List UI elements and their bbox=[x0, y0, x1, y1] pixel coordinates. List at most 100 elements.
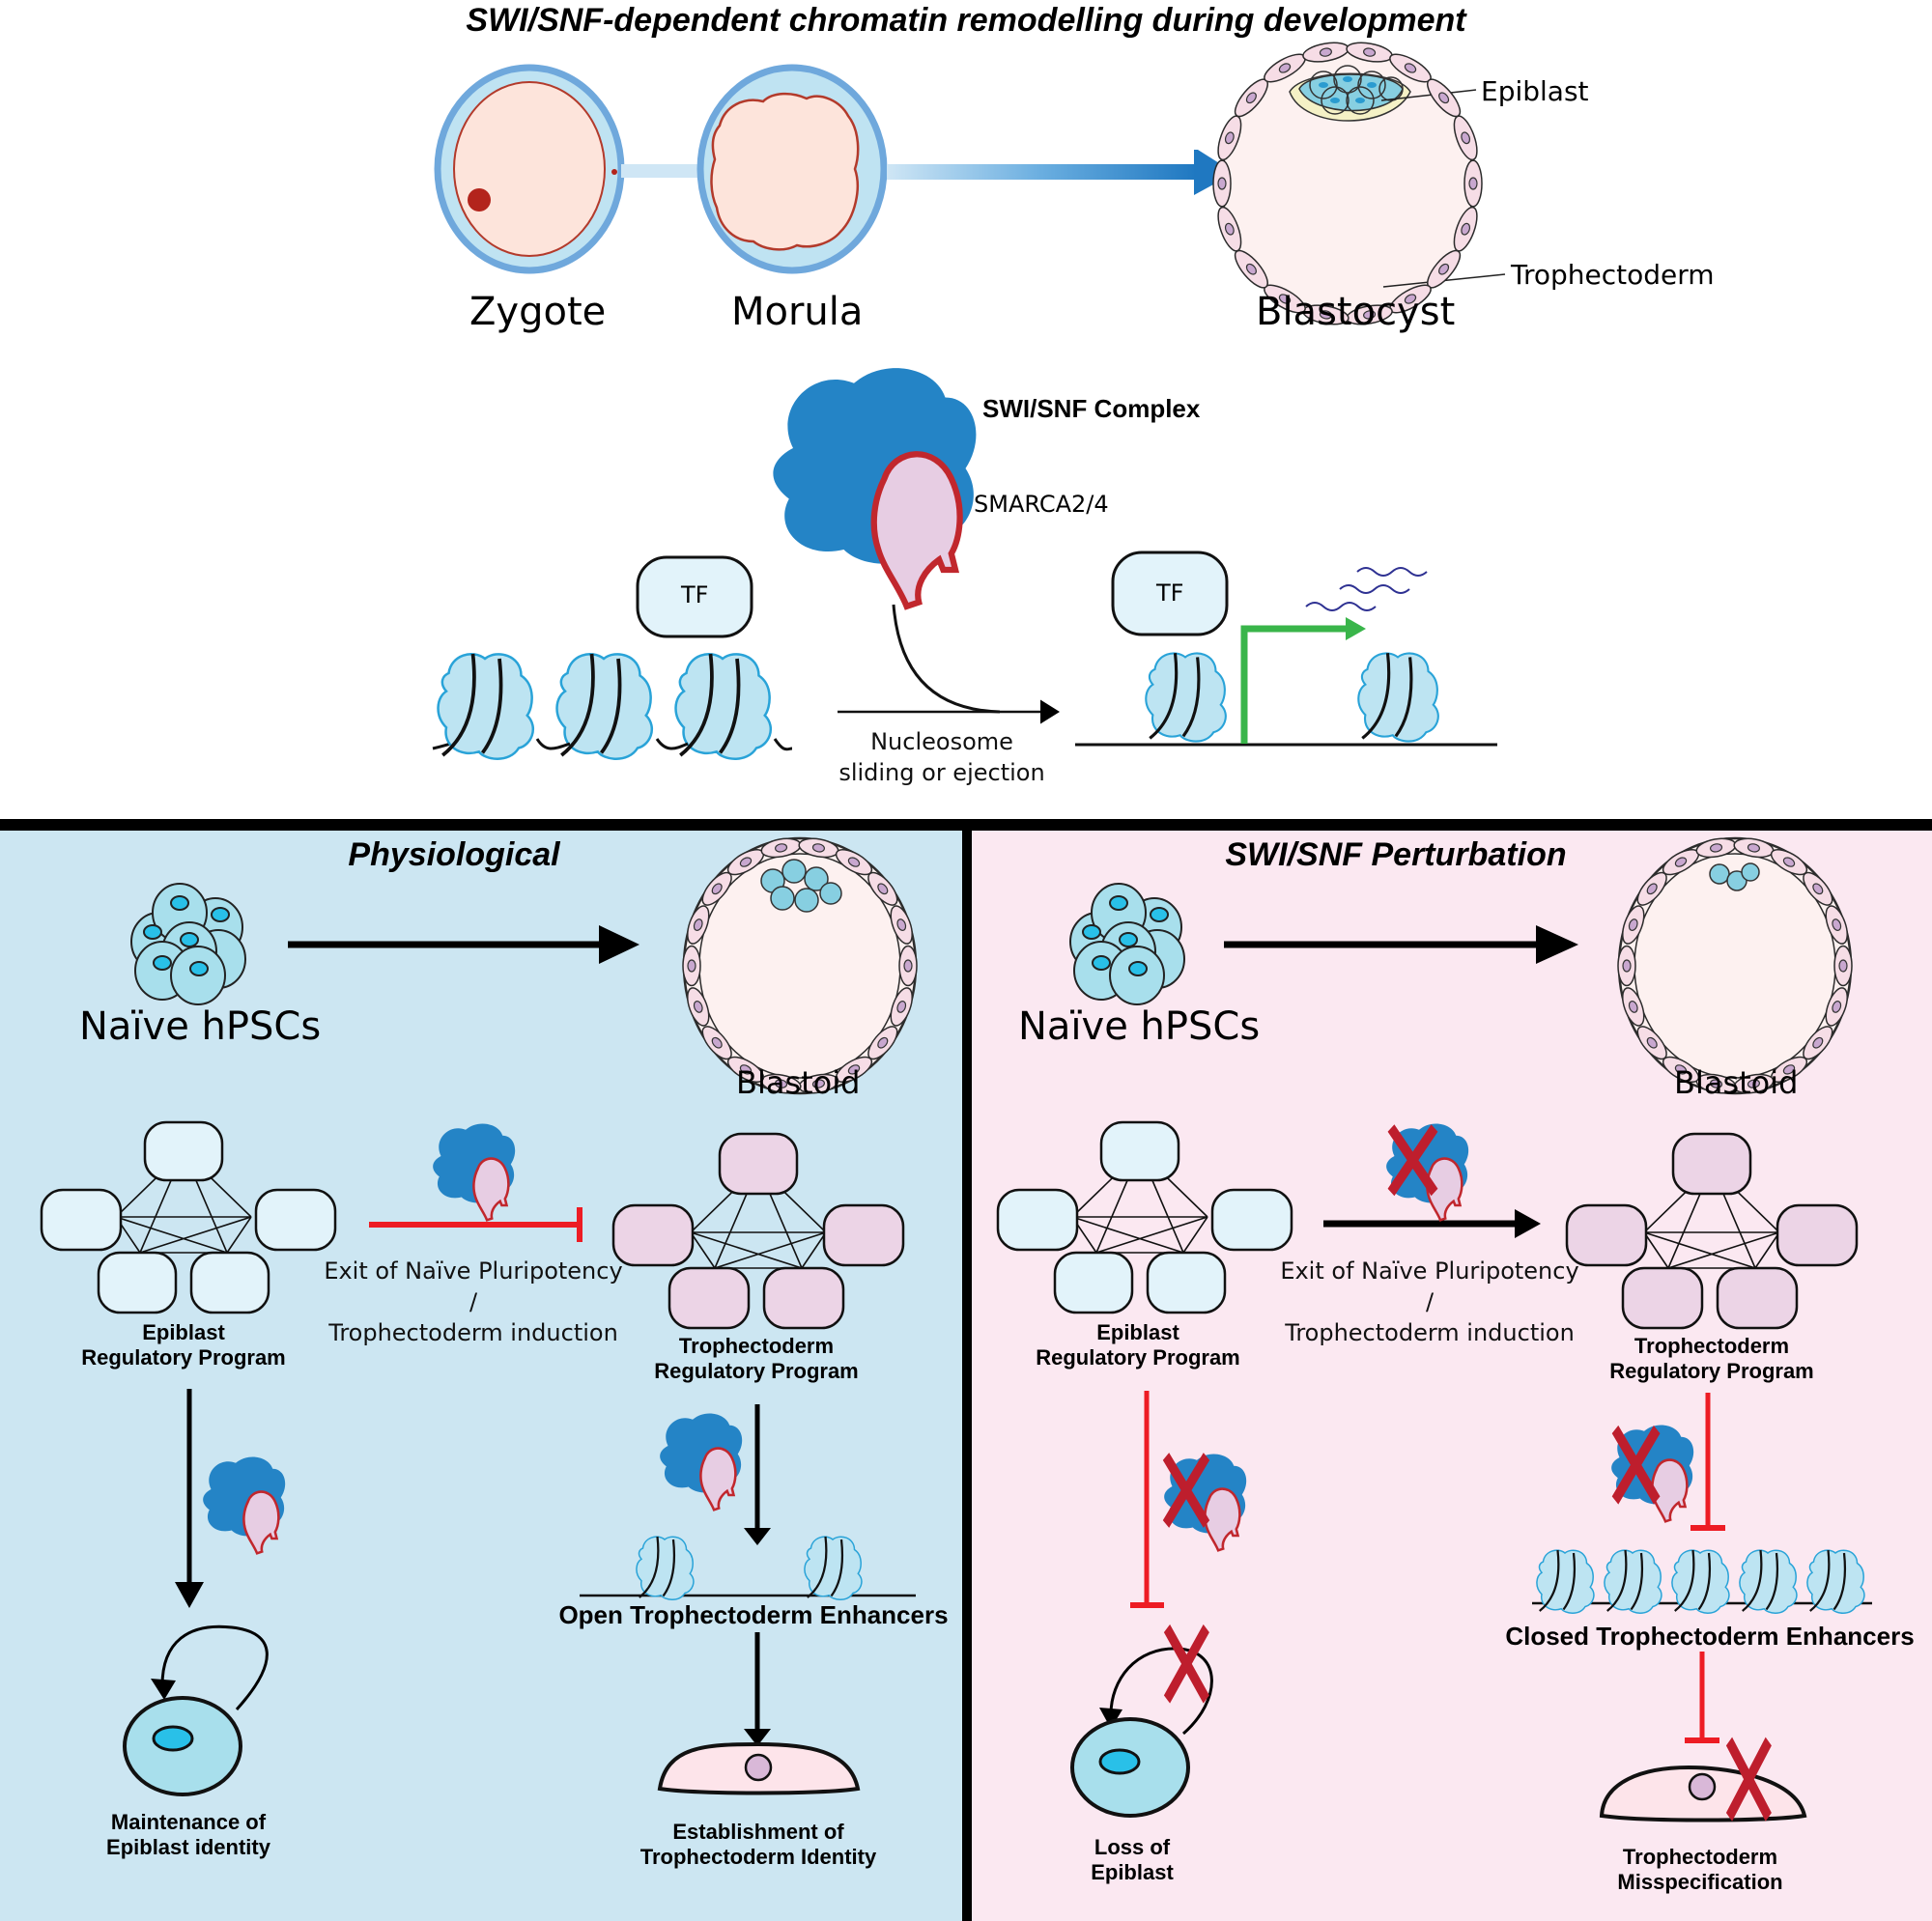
trophectoderm-nucleus bbox=[1363, 310, 1377, 320]
epiblast-outcome-label-right: Loss of Epiblast bbox=[1036, 1835, 1229, 1885]
open-enhancers-label: Open Trophectoderm Enhancers bbox=[558, 1600, 949, 1629]
self-renewal-loop bbox=[160, 1624, 269, 1711]
trophectoderm-nucleus bbox=[1278, 63, 1292, 73]
transition-label-line2: Trophectoderm induction bbox=[328, 1319, 618, 1346]
trophectoderm-nucleus bbox=[1224, 131, 1235, 145]
inhibition-arrow-epiblast-right bbox=[1130, 1391, 1164, 1608]
blastocyst-trophectoderm-ring bbox=[1212, 42, 1483, 325]
divider-vertical bbox=[962, 831, 972, 1921]
epiblast-outcome-label-left: Maintenance of Epiblast identity bbox=[58, 1810, 319, 1860]
trophectoderm-nucleus bbox=[1747, 1079, 1760, 1088]
swi-snf-complex-icon bbox=[201, 1455, 287, 1555]
troph-program-label-left: Trophectoderm Regulatory Program bbox=[611, 1334, 901, 1384]
epiblast-outcome-line1: Loss of bbox=[1094, 1835, 1171, 1859]
epiblast-cell-left bbox=[123, 1696, 242, 1796]
blastoid-label-left: Blastoid bbox=[736, 1064, 861, 1101]
naive-hpscs-label-left: Naïve hPSCs bbox=[79, 1004, 322, 1049]
figure-title: SWI/SNF-dependent chromatin remodelling … bbox=[466, 2, 1466, 39]
process-label: Nucleosome sliding or ejection bbox=[826, 726, 1058, 788]
trophectoderm-label: Trophectoderm bbox=[1511, 259, 1715, 291]
trophectoderm-nucleus bbox=[1245, 92, 1257, 104]
trophectoderm-nucleus bbox=[1832, 918, 1842, 931]
open-chromatin bbox=[1075, 551, 1497, 747]
trophectoderm-network-left bbox=[611, 1132, 905, 1330]
troph-outcome-label-left: Establishment of Trophectoderm Identity bbox=[613, 1820, 903, 1870]
morula-illustration bbox=[696, 64, 888, 274]
stage-label-zygote: Zygote bbox=[469, 290, 607, 334]
troph-program-line2: Regulatory Program bbox=[1609, 1359, 1814, 1383]
open-enhancers-left bbox=[580, 1535, 916, 1601]
trophectoderm-nucleus bbox=[847, 857, 861, 867]
trophectoderm-nucleus bbox=[1461, 222, 1471, 236]
swi-snf-complex-icon bbox=[773, 368, 976, 607]
trophectoderm-nucleus bbox=[1278, 294, 1292, 304]
trophectoderm-nucleus bbox=[1747, 843, 1760, 853]
trophectoderm-nucleus bbox=[1782, 1064, 1796, 1075]
epiblast-network-right bbox=[996, 1120, 1293, 1314]
trophectoderm-nucleus bbox=[1363, 47, 1377, 57]
epiblast-program-line1: Epiblast bbox=[1096, 1320, 1179, 1344]
epiblast-program-label-right: Epiblast Regulatory Program bbox=[993, 1320, 1283, 1370]
trophectoderm-nucleus bbox=[877, 883, 889, 895]
troph-program-line1: Trophectoderm bbox=[678, 1334, 835, 1358]
trophectoderm-nucleus bbox=[1217, 177, 1227, 190]
inhibition-arrow-troph-right bbox=[1690, 1393, 1725, 1531]
transcript-waves bbox=[1305, 567, 1428, 611]
process-label-line1: Nucleosome bbox=[870, 728, 1013, 755]
trophectoderm-cell-left bbox=[657, 1741, 861, 1795]
closed-enhancers-right bbox=[1532, 1548, 1872, 1615]
transition-label-line2: Trophectoderm induction bbox=[1285, 1319, 1575, 1346]
trophectoderm-nucleus bbox=[1461, 131, 1471, 145]
trophectoderm-nucleus bbox=[903, 959, 913, 973]
stage-label-blastocyst: Blastocyst bbox=[1256, 290, 1456, 334]
trophectoderm-nucleus bbox=[1812, 1036, 1824, 1049]
troph-outcome-line2: Trophectoderm Identity bbox=[639, 1845, 877, 1869]
promoter-arrow bbox=[1240, 625, 1348, 744]
physiological-title: Physiological bbox=[348, 836, 560, 873]
inhibition-arrow-troph-right-2 bbox=[1685, 1652, 1719, 1743]
trophectoderm-nucleus bbox=[775, 1079, 788, 1088]
tf-box-right bbox=[1111, 551, 1229, 636]
naive-hpscs-cluster-right bbox=[1069, 883, 1185, 1005]
trophectoderm-nucleus bbox=[693, 1001, 703, 1013]
trophectoderm-nucleus bbox=[1404, 63, 1417, 73]
troph-program-line2: Regulatory Program bbox=[654, 1359, 859, 1383]
blastoid-left bbox=[682, 836, 918, 1095]
divider-horizontal bbox=[0, 819, 1932, 831]
epiblast-network-left bbox=[40, 1120, 337, 1314]
trophectoderm-nucleus bbox=[1319, 310, 1332, 320]
trophectoderm-nucleus bbox=[896, 918, 907, 931]
closed-enhancers-label: Closed Trophectoderm Enhancers bbox=[1505, 1622, 1915, 1651]
ejection-curve bbox=[892, 604, 1001, 714]
naive-hpscs-label-right: Naïve hPSCs bbox=[1018, 1004, 1261, 1049]
tf-label-left: TF bbox=[681, 581, 709, 608]
trophectoderm-nucleus bbox=[847, 1064, 861, 1075]
trophectoderm-nucleus bbox=[1468, 177, 1478, 190]
transition-label-line1: Exit of Naïve Pluripotency / bbox=[1280, 1257, 1579, 1315]
trophectoderm-nucleus bbox=[1710, 843, 1723, 853]
complex-label: SWI/SNF Complex bbox=[982, 394, 1201, 423]
trophectoderm-nucleus bbox=[1628, 1001, 1638, 1013]
tf-label-right: TF bbox=[1156, 579, 1184, 607]
process-label-line2: sliding or ejection bbox=[838, 759, 1045, 786]
blastoid-right-ring bbox=[1617, 837, 1853, 1094]
epiblast-cell-right bbox=[1070, 1717, 1190, 1818]
epiblast-outcome-line1: Maintenance of bbox=[110, 1810, 267, 1834]
trophectoderm-nucleus bbox=[693, 918, 703, 931]
transition-label-left: Exit of Naïve Pluripotency / Trophectode… bbox=[319, 1256, 628, 1348]
trophectoderm-nucleus bbox=[687, 959, 696, 973]
closed-chromatin bbox=[432, 555, 793, 761]
trophectoderm-nucleus bbox=[811, 843, 825, 853]
trophectoderm-nucleus bbox=[1838, 959, 1848, 973]
cross-icon bbox=[1167, 1628, 1207, 1700]
development-arrow bbox=[887, 150, 1235, 195]
epiblast-leader-line bbox=[1380, 89, 1477, 101]
epiblast-outcome-line2: Epiblast bbox=[1091, 1860, 1174, 1884]
blastoid-left-ring bbox=[682, 837, 918, 1094]
tf-box-left bbox=[636, 555, 753, 638]
trophectoderm-nucleus bbox=[896, 1001, 907, 1013]
trophectoderm-nucleus bbox=[711, 883, 723, 895]
trophectoderm-nucleus bbox=[775, 843, 788, 853]
troph-outcome-line1: Establishment of bbox=[672, 1820, 844, 1844]
